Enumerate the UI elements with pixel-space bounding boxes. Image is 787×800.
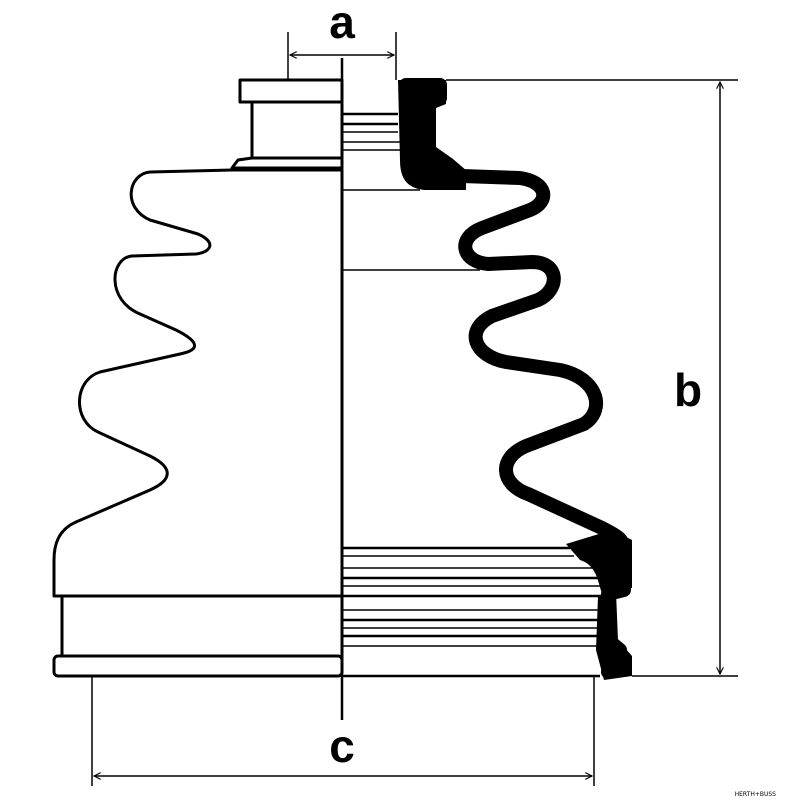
boot-outer-silhouette (52, 78, 344, 678)
lower-sleeve (60, 594, 344, 660)
brand-mark: HERTH+BUSS (735, 791, 777, 798)
dimension-a-label: a (329, 0, 355, 48)
top-collar-flange (238, 78, 344, 104)
top-collar-neck (250, 100, 344, 162)
boot-section-view (342, 78, 632, 680)
top-collar-step (230, 156, 344, 170)
section-bottom-lip (596, 592, 632, 680)
bottom-flange (52, 654, 344, 678)
dimension-c: c (91, 676, 595, 786)
dimension-b: b (446, 79, 738, 677)
dimension-a: a (287, 0, 397, 80)
section-top-block (398, 80, 466, 190)
section-wall (399, 78, 631, 679)
section-lower-lip (566, 530, 632, 596)
dimension-c-label: c (329, 720, 355, 772)
bellows-left-profile (52, 168, 344, 598)
dimension-b-label: b (674, 364, 702, 416)
